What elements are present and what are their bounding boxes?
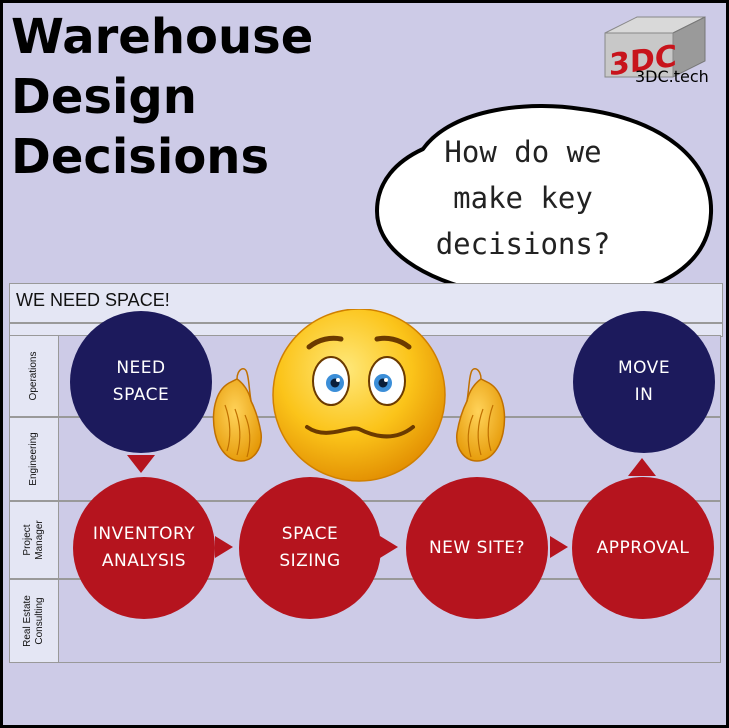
node-label: SIZING — [279, 551, 341, 571]
node-approval: APPROVAL — [572, 477, 714, 619]
node-need-space: NEED SPACE — [70, 311, 212, 453]
3dc-cube-logo-icon: 3DC — [604, 16, 706, 83]
lane-label-line: Manager — [34, 520, 45, 560]
node-label: NEED — [116, 358, 166, 378]
title-line-3: Decisions — [11, 129, 270, 185]
arrow-right — [380, 536, 398, 558]
node-new-site: NEW SITE? — [406, 477, 548, 619]
node-inventory-analysis: INVENTORY ANALYSIS — [73, 477, 215, 619]
lane-label-real-estate: Real Estate Consulting — [22, 595, 46, 647]
arrow-right — [215, 536, 233, 558]
bubble-line-1: How do we — [444, 135, 602, 169]
node-label: APPROVAL — [596, 537, 690, 558]
swimlane-header-text: WE NEED SPACE! — [16, 290, 170, 310]
page-title: Warehouse Design Decisions — [11, 7, 313, 187]
lane-label-line: Operations — [28, 351, 39, 401]
right-hand-icon — [456, 368, 506, 462]
node-label: IN — [634, 385, 654, 405]
speech-bubble-text: How do we make key decisions? — [403, 129, 643, 267]
lane-label-line: Project — [22, 524, 33, 556]
node-space-sizing: SPACE SIZING — [239, 477, 381, 619]
bubble-line-2: make key — [453, 181, 593, 215]
lane-label-line: Real Estate — [22, 595, 33, 647]
left-hand-icon — [212, 368, 262, 462]
arrow-right — [550, 536, 568, 558]
node-label: SPACE — [112, 385, 170, 405]
worried-shrug-emoji-icon — [212, 309, 506, 482]
node-label: SPACE — [281, 524, 339, 544]
arrow-up — [628, 458, 656, 476]
lane-label-line: Consulting — [34, 597, 45, 645]
node-label: NEW SITE? — [428, 537, 526, 558]
lane-label-box: Real Estate Consulting — [10, 580, 59, 662]
lane-label-box: Engineering — [10, 418, 59, 500]
node-move-in: MOVE IN — [573, 311, 715, 453]
logo-text: 3DC.tech — [635, 67, 709, 86]
node-label: INVENTORY — [92, 524, 196, 544]
lane-label-box: Operations — [10, 336, 59, 416]
lane-label-box: Project Manager — [10, 502, 59, 578]
lane-label-line: Engineering — [28, 432, 39, 486]
title-line-2: Design — [11, 69, 197, 125]
arrow-down — [127, 455, 155, 473]
node-label: MOVE — [617, 358, 671, 378]
lane-label-operations: Operations — [28, 352, 40, 401]
lane-label-engineering: Engineering — [28, 432, 40, 485]
node-label: ANALYSIS — [101, 551, 187, 571]
lane-label-project-manager: Project Manager — [22, 520, 46, 559]
title-line-1: Warehouse — [11, 9, 314, 65]
bubble-line-3: decisions? — [435, 227, 611, 261]
